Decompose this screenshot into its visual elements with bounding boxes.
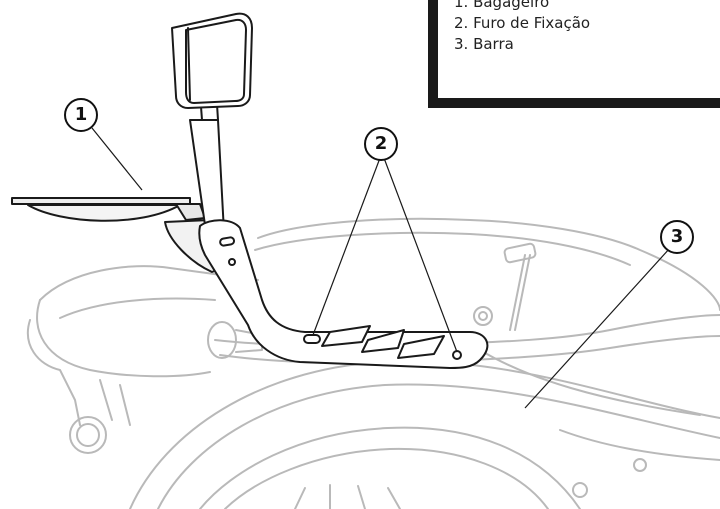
legend-list: 1. Bagageiro 2. Furo de Fixação 3. Barra (454, 0, 590, 55)
rack-underside (27, 204, 181, 222)
shock-absorber (509, 254, 531, 331)
legend-item-luggage-rack: 1. Bagageiro (454, 0, 550, 11)
fixing-hole-slot (219, 236, 236, 247)
fixing-hole-front (303, 334, 321, 344)
legend-box: 1. Bagageiro 2. Furo de Fixação 3. Barra (428, 0, 720, 108)
turn-signal (207, 321, 237, 359)
rear-fender (129, 360, 720, 509)
fixing-hole-rear (452, 350, 462, 360)
passenger-seat (257, 217, 720, 311)
callout-2: 2 (364, 127, 398, 161)
backrest-assembly (171, 12, 489, 369)
mounting-bracket (198, 219, 489, 369)
luggage-rack (11, 197, 223, 273)
leader-lines (91, 127, 671, 409)
legend-item-bar: 3. Barra (454, 35, 514, 53)
rack-plate (11, 197, 191, 205)
callout-3: 3 (660, 220, 694, 254)
leader-line-3 (524, 247, 671, 409)
legend-item-fixing-hole: 2. Furo de Fixação (454, 14, 591, 32)
callout-1: 1 (64, 98, 98, 132)
leader-line-1 (91, 127, 143, 191)
motorcycle-outline (27, 217, 720, 509)
leader-line-2a (312, 157, 381, 336)
leader-line-2b (383, 157, 458, 353)
